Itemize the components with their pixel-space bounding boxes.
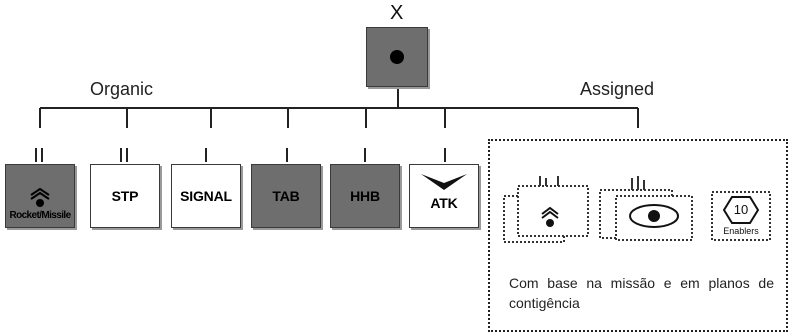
hq-unit-dot-icon <box>390 50 404 64</box>
echelon-bar <box>120 148 122 162</box>
assigned-label: Assigned <box>580 79 655 99</box>
unit-box-atk: ATK <box>409 164 479 228</box>
echelon-bar <box>444 148 446 162</box>
hq-unit-box <box>366 27 428 87</box>
unit-label: STP <box>111 188 139 204</box>
enablers-label: Enablers <box>723 226 759 236</box>
unit-box-stp: STP <box>90 164 160 228</box>
unit-box-tab: TAB <box>251 164 321 228</box>
attack-aviation-icon <box>421 174 467 190</box>
enablers-icon <box>711 191 771 241</box>
unit-label: HHB <box>350 188 380 204</box>
organic-label: Organic <box>90 79 154 99</box>
echelon-bar <box>286 148 288 162</box>
assigned-recon-stack-icon <box>599 176 693 241</box>
echelon-bar <box>41 148 43 162</box>
hq-echelon-mark: X <box>390 2 404 24</box>
echelon-bar <box>205 148 207 162</box>
unit-box-signal: SIGNAL <box>171 164 241 228</box>
assigned-rocket-stack-icon <box>503 176 589 243</box>
echelon-bar <box>35 148 37 162</box>
echelon-bar <box>364 148 366 162</box>
unit-box-hhb: HHB <box>330 164 400 228</box>
unit-label: Rocket/Missile <box>9 210 71 221</box>
enablers-number: 10 <box>733 202 749 217</box>
unit-box-rocket-missile: Rocket/Missile <box>5 164 75 228</box>
assigned-note: Com base na missão e em planos de contig… <box>509 275 774 311</box>
unit-label: TAB <box>272 188 300 204</box>
assigned-units-cluster <box>488 139 788 332</box>
unit-label: SIGNAL <box>180 188 232 204</box>
echelon-bar <box>126 148 128 162</box>
rocket-missile-icon <box>30 187 50 207</box>
unit-label: ATK <box>430 195 458 211</box>
